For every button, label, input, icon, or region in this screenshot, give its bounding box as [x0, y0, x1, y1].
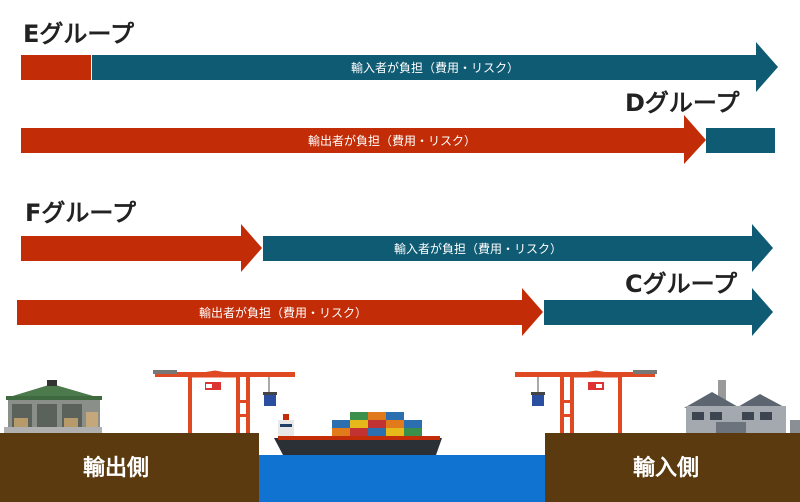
e-importer-arrow — [92, 42, 778, 92]
f-group-title: Fグループ — [25, 199, 136, 227]
gantry-crane-right-icon — [515, 370, 657, 433]
gantry-crane-icon — [153, 370, 295, 433]
e-importer-bar-label: 輸入者が負担（費用・リスク） — [350, 61, 520, 75]
import-side-label: 輸入側 — [633, 456, 700, 481]
c-importer-arrow — [544, 288, 773, 336]
d-group-title: Dグループ — [625, 89, 740, 117]
e-group-title: Eグループ — [23, 20, 134, 48]
c-exporter-arrow — [17, 288, 543, 336]
f-importer-bar-label: 輸入者が負担（費用・リスク） — [393, 242, 563, 256]
f-exporter-arrow — [21, 224, 262, 272]
sea-water — [258, 455, 546, 502]
d-exporter-bar-label: 輸出者が負担（費用・リスク） — [307, 134, 477, 148]
f-importer-arrow — [263, 224, 773, 272]
d-importer-bar — [706, 128, 775, 153]
e-exporter-bar — [21, 55, 91, 80]
export-ground — [0, 433, 259, 502]
warehouse-icon — [4, 380, 102, 433]
d-exporter-arrow — [21, 115, 706, 164]
container-ship-icon — [274, 412, 442, 455]
import-ground — [545, 433, 800, 502]
factory-icon — [684, 380, 800, 433]
c-exporter-bar-label: 輸出者が負担（費用・リスク） — [198, 306, 368, 320]
c-group-title: Cグループ — [625, 270, 738, 298]
export-side-label: 輸出側 — [83, 456, 150, 481]
